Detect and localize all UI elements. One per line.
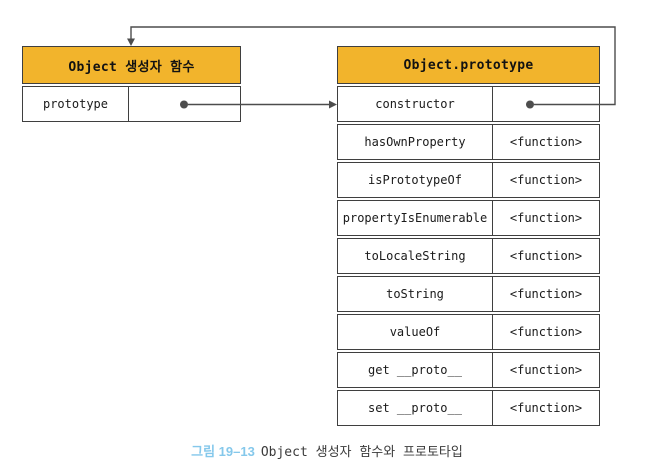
- figure-caption-text: Object 생성자 함수와 프로토타입: [260, 445, 463, 460]
- property-value-cell: <function>: [509, 325, 583, 339]
- table-row: isPrototypeOf <function>: [337, 162, 600, 198]
- property-value-cell: <function>: [509, 135, 583, 149]
- property-name-cell: valueOf: [338, 315, 493, 349]
- property-name-cell: propertyIsEnumerable: [338, 201, 493, 235]
- property-name-cell: get __proto__: [338, 353, 493, 387]
- table-row: propertyIsEnumerable <function>: [337, 200, 600, 236]
- table-row: toString <function>: [337, 276, 600, 312]
- property-name-cell: toString: [338, 277, 493, 311]
- property-name-cell: constructor: [338, 87, 493, 121]
- object-prototype-table: Object.prototype constructor hasOwnPrope…: [337, 46, 600, 426]
- property-name-cell: isPrototypeOf: [338, 163, 493, 197]
- property-value-cell: <function>: [509, 287, 583, 301]
- property-name-cell: prototype: [23, 87, 129, 121]
- object-constructor-table: Object 생성자 함수 prototype: [22, 46, 241, 122]
- constructor-arrowhead-icon: [127, 38, 135, 46]
- property-value-cell: <function>: [509, 363, 583, 377]
- property-value-cell: [493, 87, 599, 121]
- property-value-cell: [129, 87, 240, 121]
- table-row: valueOf <function>: [337, 314, 600, 350]
- figure-caption: 그림 19–13 Object 생성자 함수와 프로토타입: [0, 441, 654, 460]
- property-value-cell: <function>: [509, 401, 583, 415]
- property-value-cell: <function>: [509, 249, 583, 263]
- table-row: constructor: [337, 86, 600, 122]
- table-row: toLocaleString <function>: [337, 238, 600, 274]
- figure-caption-label: 그림 19–13: [191, 444, 255, 459]
- table-row: prototype: [22, 86, 241, 122]
- table-row: get __proto__ <function>: [337, 352, 600, 388]
- property-value-cell: <function>: [509, 211, 583, 225]
- property-name-cell: hasOwnProperty: [338, 125, 493, 159]
- object-constructor-table-title: Object 생성자 함수: [22, 46, 241, 84]
- table-row: hasOwnProperty <function>: [337, 124, 600, 160]
- object-prototype-table-title: Object.prototype: [337, 46, 600, 84]
- table-row: set __proto__ <function>: [337, 390, 600, 426]
- property-value-cell: <function>: [509, 173, 583, 187]
- prototype-arrowhead-icon: [329, 100, 337, 109]
- property-name-cell: toLocaleString: [338, 239, 493, 273]
- property-name-cell: set __proto__: [338, 391, 493, 425]
